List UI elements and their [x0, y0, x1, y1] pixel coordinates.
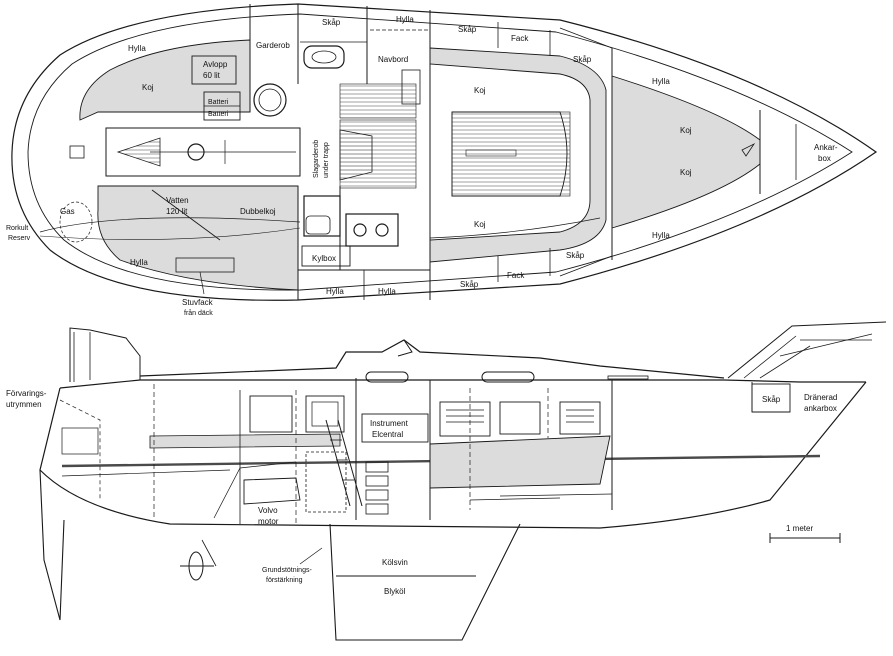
profile-labels: Förvarings- utrymmen Instrument Elcentra… — [6, 389, 837, 596]
label-skap-top3: Skåp — [573, 55, 592, 64]
deck-plan — [11, 3, 878, 301]
label-hylla-bottom2: Hylla — [378, 287, 396, 296]
label-undertrapp: under trapp — [323, 142, 330, 178]
label-hylla-top: Hylla — [128, 44, 146, 53]
label-scale: 1 meter — [786, 524, 813, 533]
label-dubbelkoj: Dubbelkoj — [240, 207, 276, 216]
label-batteri-1: Batteri — [208, 99, 229, 106]
label-hylla-fwd-top: Hylla — [652, 77, 670, 86]
label-stuvfack-2: från däck — [184, 309, 213, 317]
label-vatten-1: Vatten — [166, 196, 189, 205]
label-grundstot-1: Grundstötnings- — [262, 567, 312, 574]
label-skap-bottom2: Skåp — [460, 280, 479, 289]
label-instrument-1: Instrument — [370, 419, 409, 428]
coachroof — [139, 339, 725, 379]
stern-pulpit — [69, 327, 141, 382]
plan-hull-outline — [11, 3, 878, 301]
plan-labels: Hylla Garderob Skåp Hylla Skåp Fack Skåp… — [6, 15, 838, 317]
label-slagarderob: Slagarderob — [313, 140, 320, 178]
label-navbord: Navbord — [378, 55, 408, 64]
galley-sink — [303, 195, 341, 237]
label-forvarings-1: Förvarings- — [6, 389, 47, 398]
label-garderob: Garderob — [256, 41, 290, 50]
label-volvo-2: motor — [258, 517, 279, 526]
label-koj-fwd-bottom: Koj — [680, 168, 692, 177]
rudder — [39, 469, 65, 621]
berth-aft-port — [79, 39, 251, 121]
wash-basin — [303, 45, 345, 69]
label-avlopp-2: 60 lit — [203, 71, 221, 80]
label-stuvfack-1: Stuvfack — [182, 298, 214, 307]
label-instrument-2: Elcentral — [372, 430, 403, 439]
label-skap-profile: Skåp — [762, 395, 781, 404]
label-rorkult-2: Reserv — [8, 235, 31, 242]
label-hylla-top2: Hylla — [396, 15, 414, 24]
label-volvo-1: Volvo — [258, 506, 278, 515]
label-dranerad-2: ankarbox — [804, 404, 837, 413]
cockpit-floor — [339, 83, 417, 189]
label-avlopp-1: Avlopp — [203, 60, 228, 69]
engine — [243, 477, 301, 505]
label-skap-bottom1: Skåp — [566, 251, 585, 260]
label-kylbox: Kylbox — [312, 254, 336, 263]
label-kolsvin: Kölsvin — [382, 558, 408, 567]
locker-small — [69, 145, 85, 159]
bow-pulpit — [727, 321, 887, 379]
label-koj-saloon-bottom: Koj — [474, 220, 486, 229]
label-forvarings-2: utrymmen — [6, 400, 42, 409]
scale-bar — [769, 533, 841, 543]
cabin-floor — [429, 435, 611, 489]
label-hylla-aft-bottom: Hylla — [130, 258, 148, 267]
label-rorkult-1: Rorkult — [6, 225, 28, 232]
stove — [345, 213, 399, 247]
label-grundstot-2: förstärkning — [266, 577, 303, 584]
berth-fore — [611, 75, 761, 229]
plan-deck-inner — [27, 13, 853, 291]
label-fack-top: Fack — [511, 34, 529, 43]
keel — [329, 523, 521, 641]
label-skap-top2: Skåp — [458, 25, 477, 34]
label-fack-bottom: Fack — [507, 271, 525, 280]
sheer-line — [59, 379, 866, 389]
label-vatten-2: 120 lit — [166, 207, 188, 216]
label-ankarbox-1: Ankar- — [814, 143, 838, 152]
hull-topside — [39, 381, 867, 529]
label-blykol: Blyköl — [384, 587, 406, 596]
label-hylla-bottom1: Hylla — [326, 287, 344, 296]
saloon-floor — [451, 111, 571, 197]
label-dranerad-1: Dränerad — [804, 393, 837, 402]
toilet — [253, 83, 287, 117]
label-gas: Gas — [60, 207, 75, 216]
label-koj-fwd-top: Koj — [680, 126, 692, 135]
label-skap-top1: Skåp — [322, 18, 341, 27]
label-ankarbox-2: box — [818, 154, 831, 163]
label-koj-aft-port: Koj — [142, 83, 154, 92]
label-koj-saloon-top: Koj — [474, 86, 486, 95]
label-batteri-2: Batteri — [208, 111, 229, 118]
side-profile — [39, 321, 887, 641]
label-hylla-fwd-bottom: Hylla — [652, 231, 670, 240]
